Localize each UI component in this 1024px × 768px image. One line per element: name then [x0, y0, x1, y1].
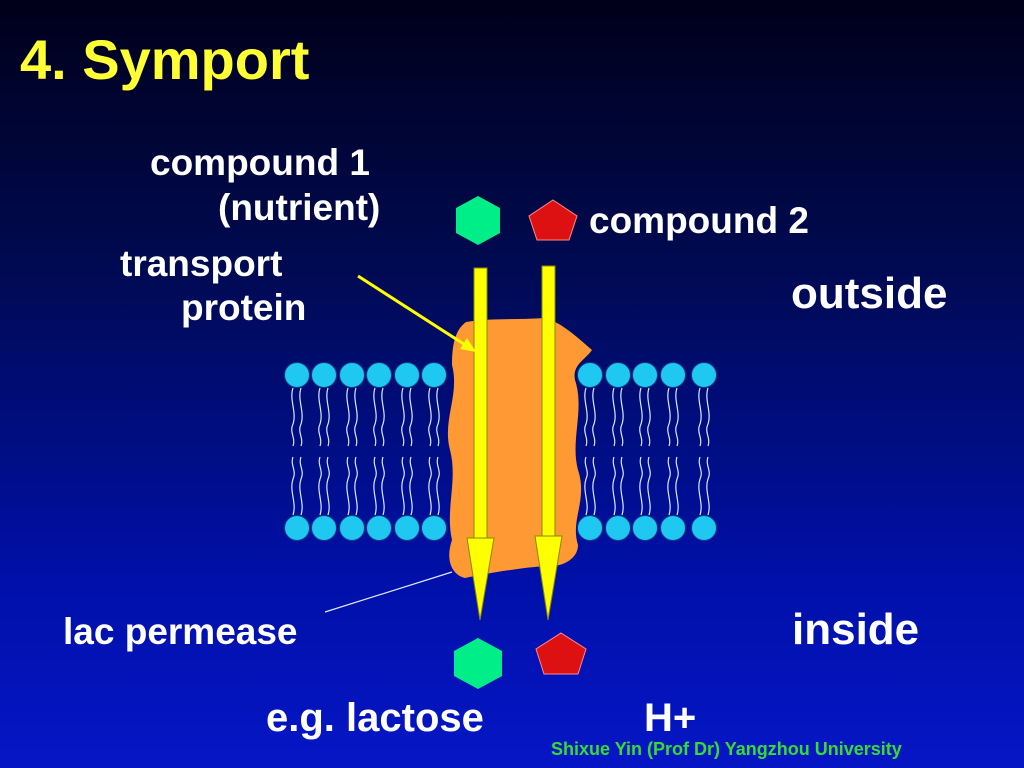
hexagon-compound-1-icon — [456, 196, 500, 245]
lipid-tail — [675, 456, 679, 516]
hexagon-lactose-icon — [454, 638, 502, 689]
lipid-tail — [612, 456, 616, 516]
lipid-tail — [612, 387, 616, 447]
lipid-tail — [639, 456, 643, 516]
lipid-tail — [326, 387, 330, 447]
lipid-tail — [675, 387, 679, 447]
lipid-tail — [318, 387, 322, 447]
lipid-head — [339, 362, 365, 388]
slide-title: 4. Symport — [20, 28, 310, 91]
compound-2-arrow — [534, 265, 563, 621]
lipid-tail — [620, 387, 624, 447]
lipid-tail — [667, 387, 671, 447]
lipid-tail — [428, 456, 432, 516]
lipid-tail — [299, 387, 303, 447]
transport-protein-pointer — [357, 274, 471, 350]
lipid-head — [632, 515, 658, 541]
lipid-tail — [698, 456, 702, 516]
lipid-tail — [706, 456, 710, 516]
lipid-tail — [620, 456, 624, 516]
hplus-example-label: H+ — [644, 696, 697, 740]
lipid-tail — [373, 387, 377, 447]
lipid-head — [366, 362, 392, 388]
lipid-head — [366, 515, 392, 541]
lipid-tail — [291, 456, 295, 516]
lipid-tail — [346, 456, 350, 516]
lipid-tails — [291, 387, 710, 516]
lipid-head — [311, 362, 337, 388]
lipid-head — [284, 362, 310, 388]
lipid-tail — [647, 387, 651, 447]
lipid-tail — [409, 456, 413, 516]
lipid-tail — [584, 387, 588, 447]
lipid-tail — [428, 387, 432, 447]
lac-permease-pointer — [324, 571, 453, 613]
transport-protein-label-line2: protein — [181, 287, 307, 328]
compound-2-label: compound 2 — [589, 200, 809, 241]
lipid-tail — [401, 387, 405, 447]
lipid-tail — [354, 387, 358, 447]
lipid-head — [691, 362, 717, 388]
lipid-head — [605, 362, 631, 388]
outside-label: outside — [791, 269, 948, 318]
lipid-head — [339, 515, 365, 541]
lipid-head — [421, 362, 447, 388]
lipid-tail — [346, 387, 350, 447]
lipid-tail — [436, 456, 440, 516]
lipid-tail — [706, 387, 710, 447]
lipid-head — [577, 515, 603, 541]
lipid-tail — [584, 456, 588, 516]
lipid-head — [394, 362, 420, 388]
lac-permease-label: lac permease — [63, 611, 298, 652]
lipid-head — [284, 515, 310, 541]
pentagon-compound-2-icon — [528, 199, 578, 241]
transport-protein-label-line1: transport — [120, 243, 283, 284]
lipid-head — [577, 362, 603, 388]
lipid-tail — [698, 387, 702, 447]
lipid-tail — [373, 456, 377, 516]
lipid-head — [632, 362, 658, 388]
lipid-head — [394, 515, 420, 541]
pentagon-hplus-icon — [535, 632, 587, 675]
credit-footer: Shixue Yin (Prof Dr) Yangzhou University — [551, 739, 902, 759]
lipid-tail — [409, 387, 413, 447]
lipid-head — [311, 515, 337, 541]
lipid-heads — [284, 362, 717, 541]
compound-1-sublabel: (nutrient) — [218, 187, 381, 228]
lipid-tail — [639, 387, 643, 447]
inside-label: inside — [792, 605, 920, 654]
lipid-tail — [354, 456, 358, 516]
lipid-tail — [318, 456, 322, 516]
lipid-head — [605, 515, 631, 541]
lactose-example-label: e.g. lactose — [266, 696, 484, 740]
lipid-tail — [592, 387, 596, 447]
lipid-head — [421, 515, 447, 541]
lipid-tail — [436, 387, 440, 447]
lipid-tail — [401, 456, 405, 516]
lipid-tail — [291, 387, 295, 447]
compound-1-label: compound 1 — [150, 142, 370, 183]
transport-protein-pointer-head — [460, 338, 476, 352]
lipid-tail — [647, 456, 651, 516]
lipid-tail — [326, 456, 330, 516]
lipid-head — [660, 362, 686, 388]
compound-1-arrow — [466, 267, 495, 621]
lipid-tail — [299, 456, 303, 516]
lipid-tail — [381, 456, 385, 516]
lipid-head — [660, 515, 686, 541]
lipid-tail — [381, 387, 385, 447]
lipid-head — [691, 515, 717, 541]
lipid-tail — [667, 456, 671, 516]
lipid-tail — [592, 456, 596, 516]
